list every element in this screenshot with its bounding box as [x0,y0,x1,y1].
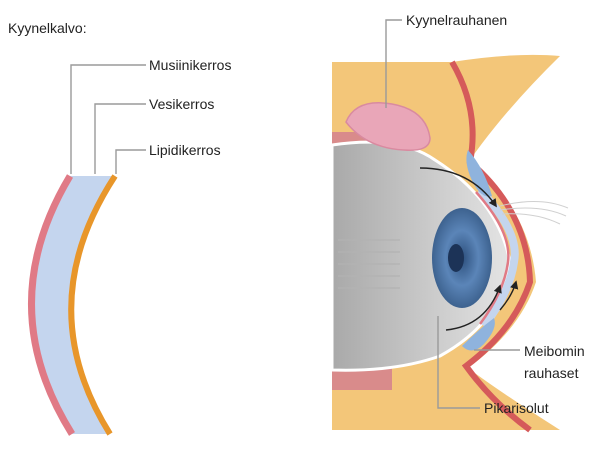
meibomian-label-line2: rauhaset [524,365,579,381]
mucin-leader-line [71,65,146,174]
lacrimal-gland-label: Kyynelrauhanen [406,12,507,28]
meibomian-label-line1: Meibomin [524,343,585,359]
tear-film-cross-section [31,176,115,434]
aqueous-layer-label: Vesikerros [149,96,214,112]
lipid-layer-label: Lipidikerros [149,142,221,158]
aqueous-leader-line [95,104,146,174]
goblet-cells-label: Pikarisolut [484,400,549,416]
tear-film-title: Kyynelkalvo: [8,20,87,36]
lipid-leader-line [116,150,146,174]
mucin-layer-label: Musiinikerros [149,57,231,73]
pupil [448,244,464,272]
